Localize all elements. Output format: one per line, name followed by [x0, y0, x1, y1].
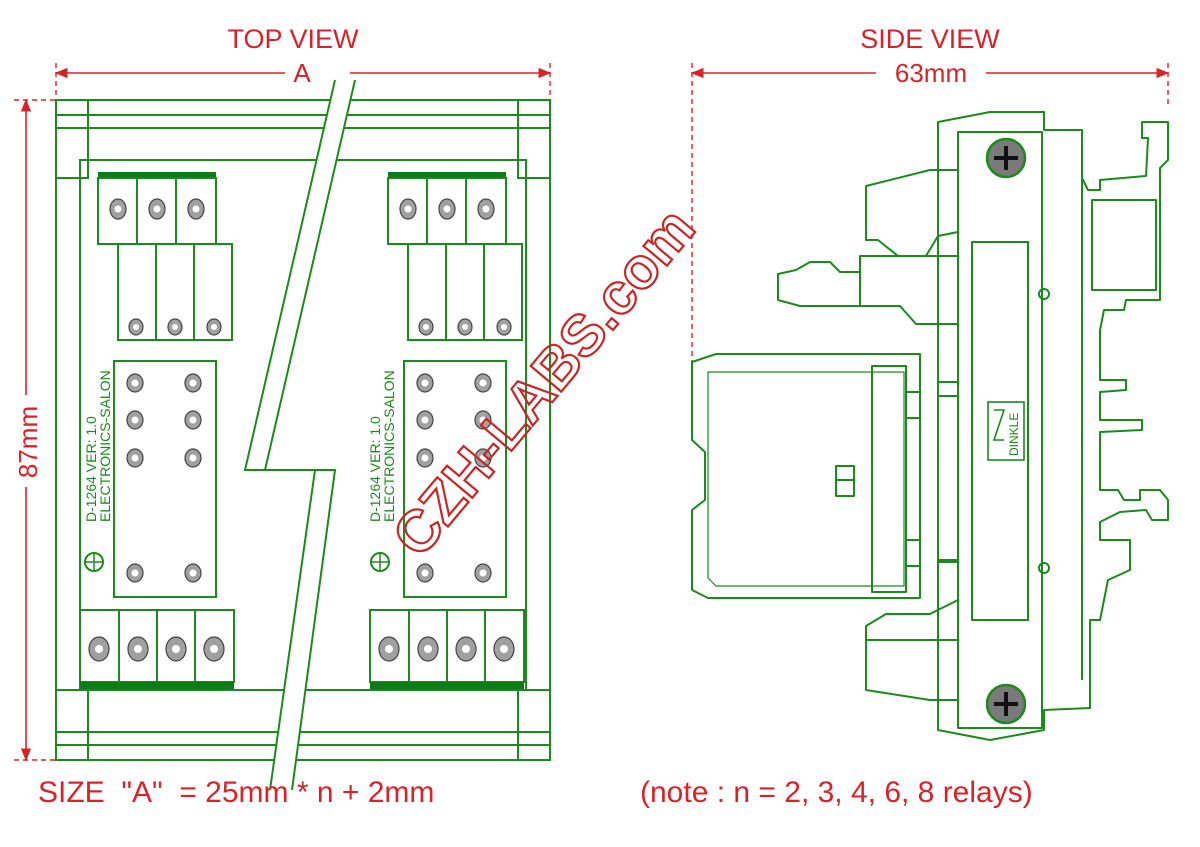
side-view-title: SIDE VIEW — [860, 24, 1000, 54]
dinkle-logo: DINKLE — [987, 401, 1025, 461]
led-icon-left — [84, 552, 104, 572]
break-line — [243, 79, 336, 791]
relay-module-right: D-1264 VER: 1.0 ELECTRONICS-SALON — [367, 172, 525, 689]
led-icon-right — [370, 552, 390, 572]
top-screw-icon — [985, 137, 1027, 179]
board-text-right: D-1264 VER: 1.0 — [367, 416, 383, 522]
bottom-screw-icon — [985, 683, 1027, 725]
side-top-connector — [865, 169, 959, 257]
brand-label: DINKLE — [1007, 413, 1021, 456]
relay-module-left: D-1264 VER: 1.0 ELECTRONICS-SALON — [79, 172, 235, 689]
width-label-a: A — [293, 58, 311, 88]
side-bottom-connector — [865, 599, 959, 701]
board-text-left: D-1264 VER: 1.0 — [83, 416, 99, 522]
height-label: 87mm — [13, 406, 43, 478]
relay-count-note: (note : n = 2, 3, 4, 6, 8 relays) — [640, 776, 1033, 809]
top-view-title: TOP VIEW — [227, 24, 359, 54]
board-text-left-2: ELECTRONICS-SALON — [97, 370, 113, 522]
board-text-right-2: ELECTRONICS-SALON — [381, 370, 397, 522]
top-view: TOP VIEW A 87mm — [12, 24, 552, 791]
relay-housing-side — [691, 353, 921, 599]
side-view: SIDE VIEW 63mm — [690, 24, 1170, 741]
side-width-label: 63mm — [895, 58, 967, 88]
side-body-outline — [937, 111, 1169, 741]
size-formula: SIZE "A" = 25mm * n + 2mm — [38, 776, 434, 809]
